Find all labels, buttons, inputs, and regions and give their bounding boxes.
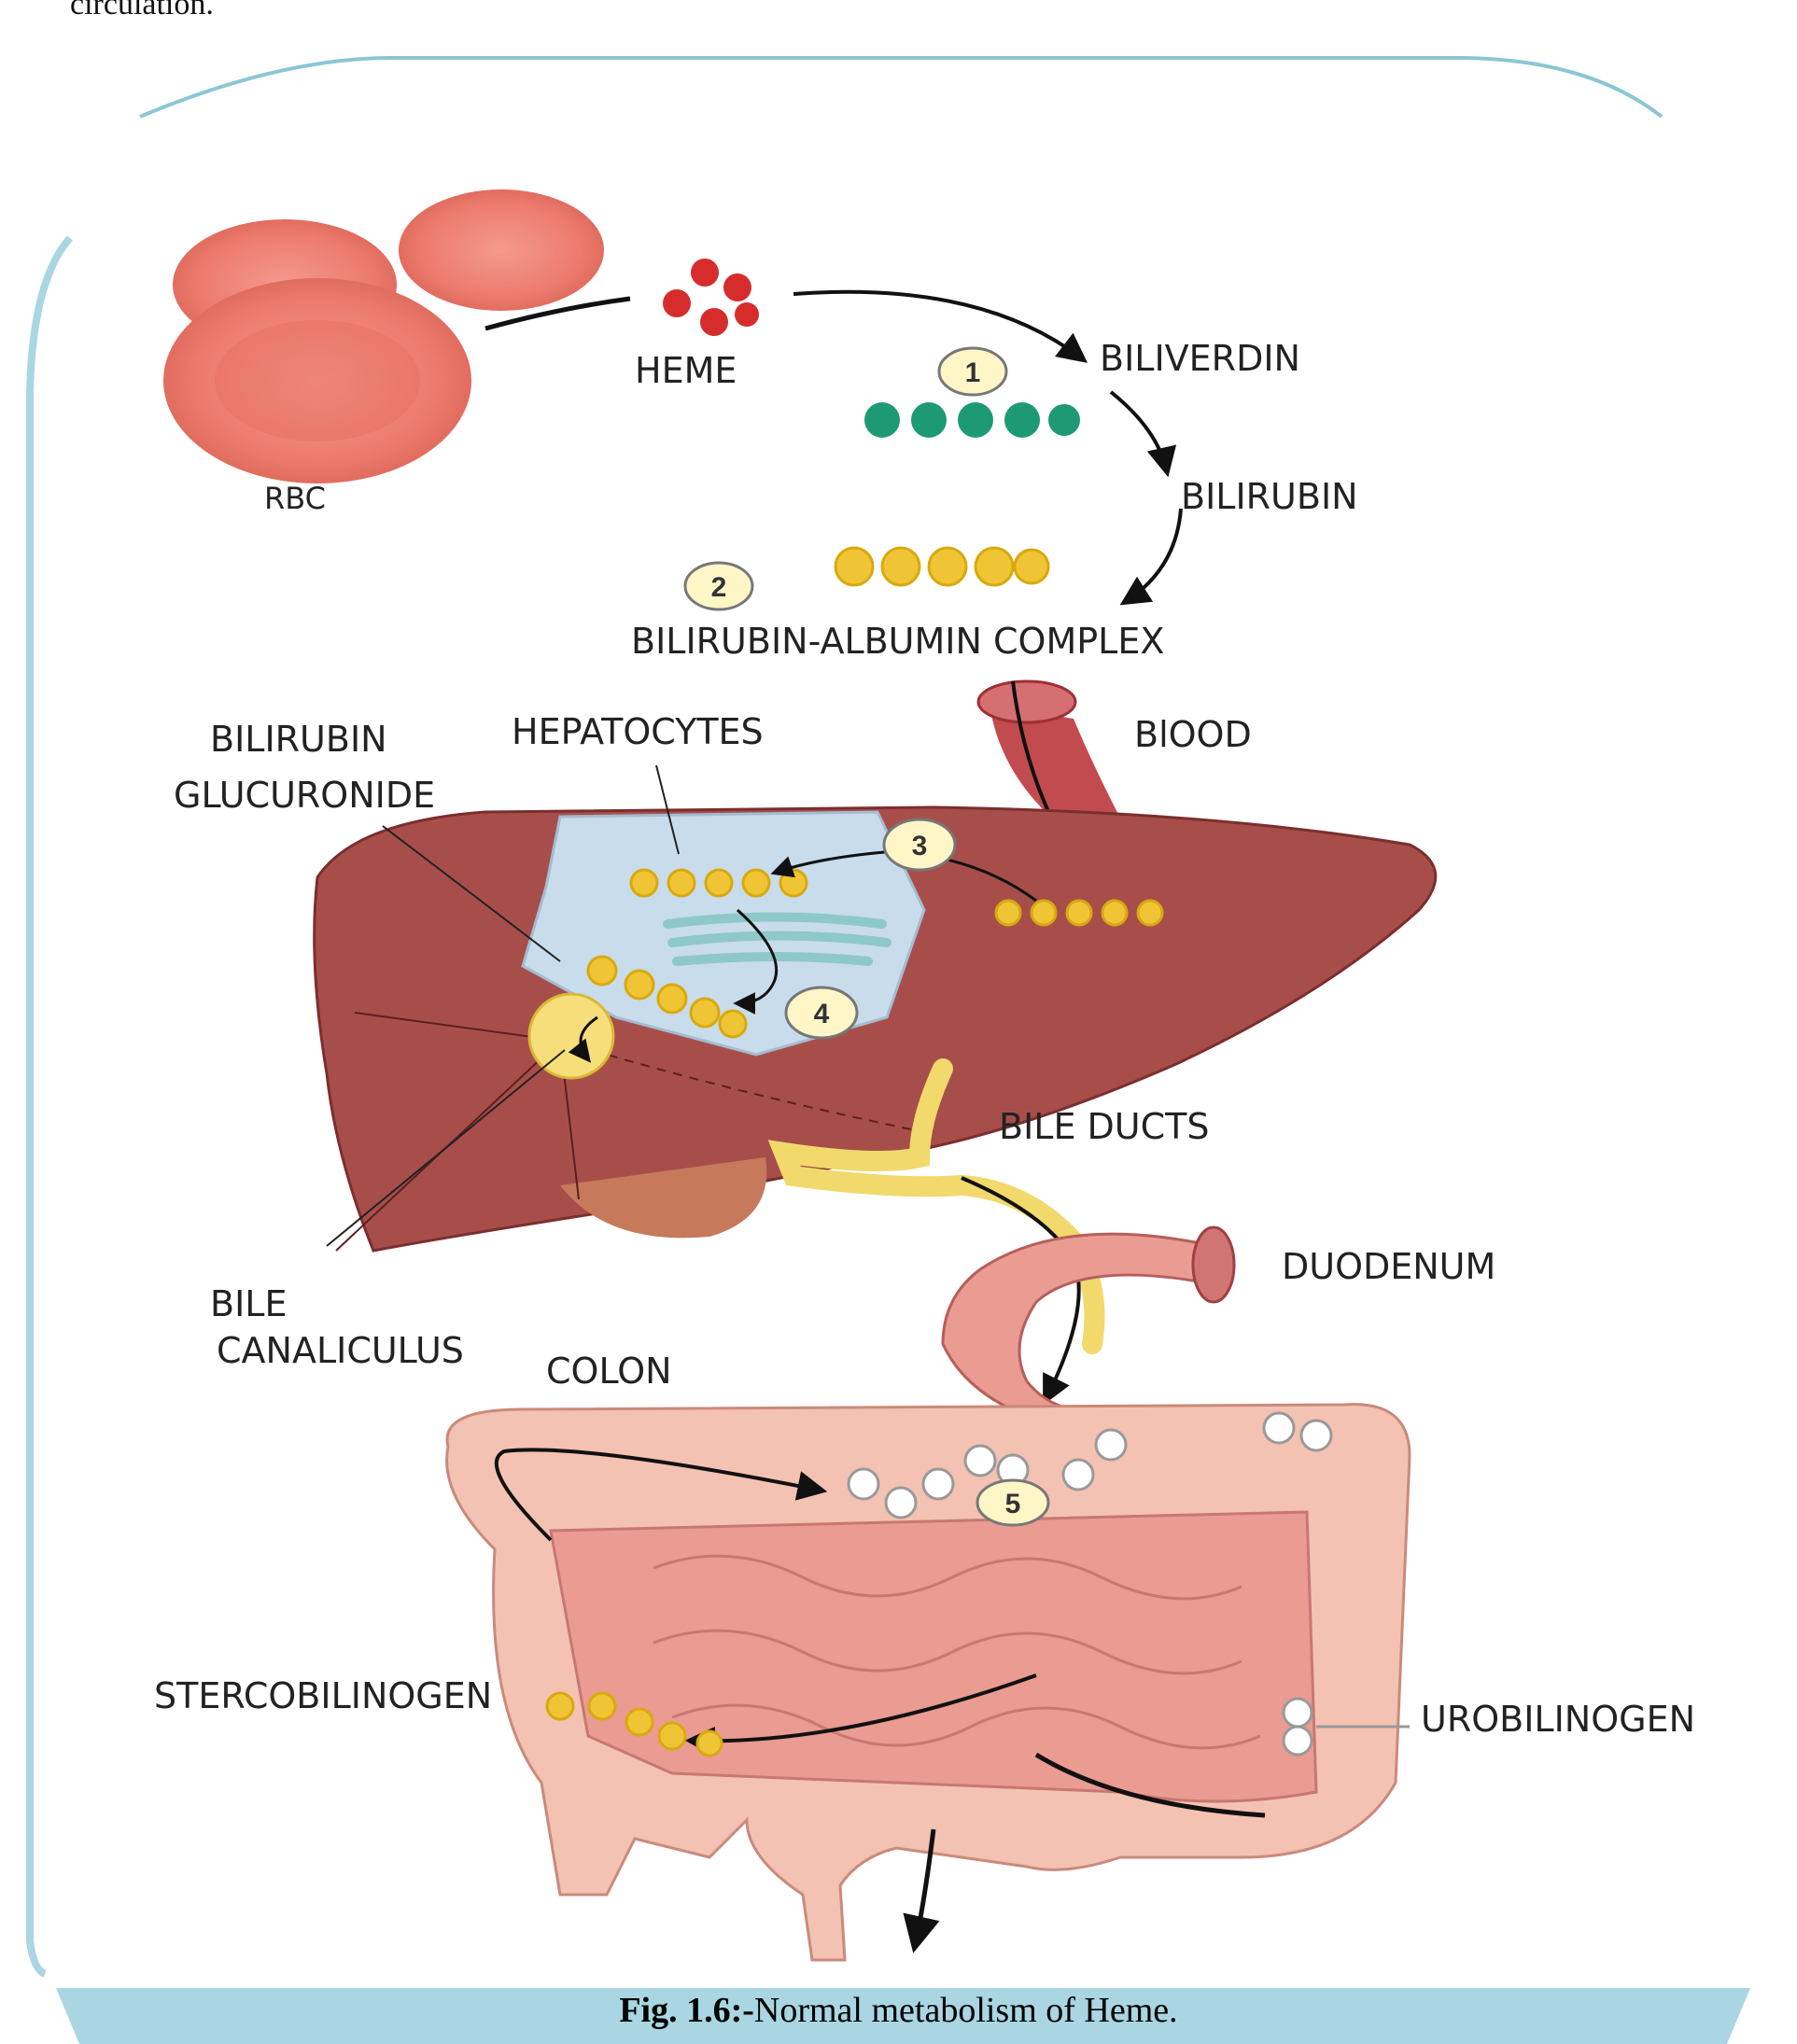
svg-text:4: 4 <box>814 999 830 1029</box>
label-heme: HEME <box>635 350 737 391</box>
svg-text:3: 3 <box>912 831 928 861</box>
bilirubin-in-hepatocyte <box>629 868 808 898</box>
caption-band <box>56 1988 1750 2044</box>
intro-text: circulation. <box>70 0 214 21</box>
urobilinogen-molecules <box>847 1411 1333 1757</box>
label-bile-canaliculus-line1: BILE <box>210 1283 287 1324</box>
label-blood: BlOOD <box>1134 714 1252 755</box>
label-bile-ducts: BILE DUCTS <box>999 1106 1209 1147</box>
bile-canaliculus <box>527 992 615 1080</box>
figure-caption: Fig. 1.6:-Normal metabolism of Heme. <box>0 1990 1797 2031</box>
label-rbc: RBC <box>264 481 326 516</box>
glucuronide-chain <box>586 955 748 1039</box>
caption-prefix: Fig. 1.6:- <box>619 1991 754 2030</box>
rbc-cells <box>163 189 604 483</box>
canaliculus-pointer <box>326 1049 566 1247</box>
biliverdin-molecule <box>864 402 1080 438</box>
bilirubin-molecule <box>834 546 1050 587</box>
label-bilirubin-albumin-complex: BILIRUBIN-ALBUMIN COMPLEX <box>631 621 1164 662</box>
biliverdin-to-bilirubin-arrow <box>1109 390 1177 478</box>
step-3-badge: 3 <box>882 818 957 872</box>
heme-molecule <box>663 259 759 336</box>
svg-text:1: 1 <box>965 357 981 388</box>
bilirubin-in-blood <box>994 899 1164 927</box>
excretion-arrow <box>903 1828 940 1953</box>
label-bilirubin: BILIRUBIN <box>1181 476 1358 517</box>
hepatocytes-pointer <box>655 764 680 855</box>
colon <box>445 1403 1411 1962</box>
rbc-to-heme-arrow <box>484 296 631 331</box>
label-stercobilinogen: STERCOBILINOGEN <box>154 1675 492 1716</box>
glucuronide-pointer <box>382 825 561 962</box>
caption-text: Normal metabolism of Heme. <box>753 1991 1178 2030</box>
label-glucuronide-line1: BILIRUBIN <box>210 719 387 760</box>
svg-text:2: 2 <box>711 572 727 603</box>
heme-to-biliverdin-arrow <box>793 289 1088 363</box>
hepatocyte-er <box>663 912 891 966</box>
label-urobilinogen: UROBILINOGEN <box>1421 1699 1695 1740</box>
frame <box>26 56 1750 2044</box>
bilirubin-to-complex-arrow <box>1119 508 1183 606</box>
small-intestine-loops <box>653 1554 1261 1750</box>
label-duodenum: DUODENUM <box>1282 1246 1495 1287</box>
label-glucuronide-line2: GLUCURONIDE <box>174 775 435 816</box>
step-5-badge: 5 <box>976 1478 1050 1527</box>
colon-flow-arrow <box>494 1448 828 1542</box>
step-1-badge: 1 <box>937 346 1008 397</box>
svg-text:5: 5 <box>1005 1489 1021 1519</box>
label-hepatocytes: HEPATOCYTES <box>512 711 764 752</box>
label-colon: COLON <box>546 1351 672 1392</box>
label-biliverdin: BILIVERDIN <box>1100 338 1300 379</box>
label-bile-canaliculus-line2: CANALICULUS <box>217 1330 464 1371</box>
step-2-badge: 2 <box>683 561 754 611</box>
stercobilinogen-chain <box>545 1691 723 1757</box>
duodenum <box>941 1225 1236 1430</box>
step-4-badge: 4 <box>784 986 859 1040</box>
